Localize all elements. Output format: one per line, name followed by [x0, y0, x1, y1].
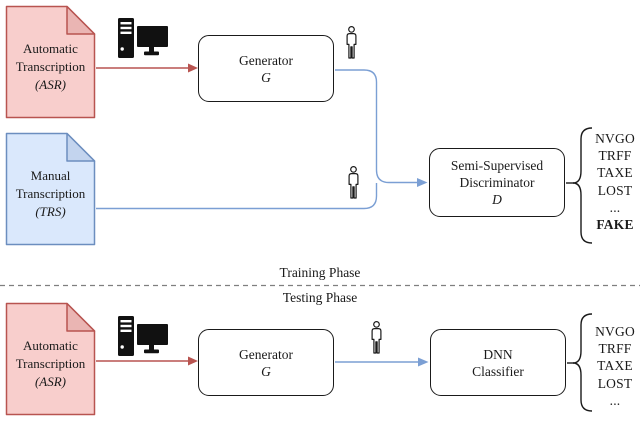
node-label-line: Semi-Supervised: [450, 158, 544, 173]
arrow-asr-to-generator-testing: [96, 356, 198, 366]
person-icon: [348, 166, 359, 199]
doc-text-line: Automatic: [23, 41, 78, 56]
output-word: ...: [609, 392, 621, 408]
training-phase-label: Training Phase: [279, 265, 361, 280]
node-label-line: Generator: [239, 346, 293, 362]
output-word: ...: [609, 199, 621, 215]
asr-document-shape-training: [5, 5, 96, 119]
asr-doc-label-testing: Automatic Transcription (ASR): [6, 337, 95, 391]
output-word: TRFF: [598, 148, 632, 164]
output-word: NVGO: [595, 131, 635, 146]
node-label-line: DNN: [483, 346, 513, 362]
doc-text-line: (ASR): [34, 77, 67, 92]
output-word: LOST: [597, 182, 633, 198]
trs-doc-label: Manual Transcription (TRS): [6, 167, 95, 221]
dnn-classifier-node: DNN Classifier: [430, 329, 566, 396]
asr-doc-label-training: Automatic Transcription (ASR): [6, 40, 95, 94]
arrow-asr-to-generator-training: [96, 63, 198, 73]
person-icon: [346, 26, 357, 59]
generator-node-testing: Generator G: [198, 329, 334, 396]
node-label-line: Classifier: [472, 363, 524, 379]
asr-document-shape-testing: [5, 302, 96, 416]
generator-node-training: Generator G: [198, 35, 334, 102]
doc-text-line: Transcription: [15, 356, 86, 371]
output-word: TAXE: [597, 358, 633, 374]
arrow-generator-to-classifier: [335, 357, 429, 367]
node-label-line: Generator: [239, 52, 293, 68]
discriminator-node: Semi-Supervised Discriminator D: [429, 148, 565, 217]
doc-text-line: Automatic: [23, 338, 78, 353]
doc-text-line: (TRS): [35, 204, 66, 219]
outputs-list-training: NVGO TRFF TAXE LOST ... FAKE: [592, 130, 638, 233]
computer-icon: [118, 316, 168, 356]
output-word: NVGO: [595, 324, 635, 339]
testing-phase-label: Testing Phase: [282, 290, 358, 305]
outputs-brace-testing: [567, 313, 593, 412]
node-label-line: G: [261, 69, 271, 85]
output-word: TAXE: [597, 165, 633, 181]
output-word: LOST: [597, 375, 633, 391]
node-label-line: G: [261, 363, 271, 379]
doc-text-line: Manual: [30, 168, 71, 183]
node-label-line: Discriminator: [459, 175, 535, 190]
connector-generator-to-discriminator: [96, 69, 428, 210]
computer-icon: [118, 18, 168, 58]
node-label-line: D: [492, 192, 502, 207]
doc-text-line: (ASR): [34, 374, 67, 389]
doc-text-line: Transcription: [15, 59, 86, 74]
outputs-list-testing: NVGO TRFF TAXE LOST ...: [592, 323, 638, 409]
outputs-brace-training: [566, 127, 593, 244]
doc-text-line: Transcription: [15, 186, 86, 201]
output-word: TRFF: [598, 341, 632, 357]
trs-document-shape: [5, 132, 96, 246]
output-word-fake: FAKE: [596, 217, 634, 233]
person-icon: [371, 321, 382, 354]
